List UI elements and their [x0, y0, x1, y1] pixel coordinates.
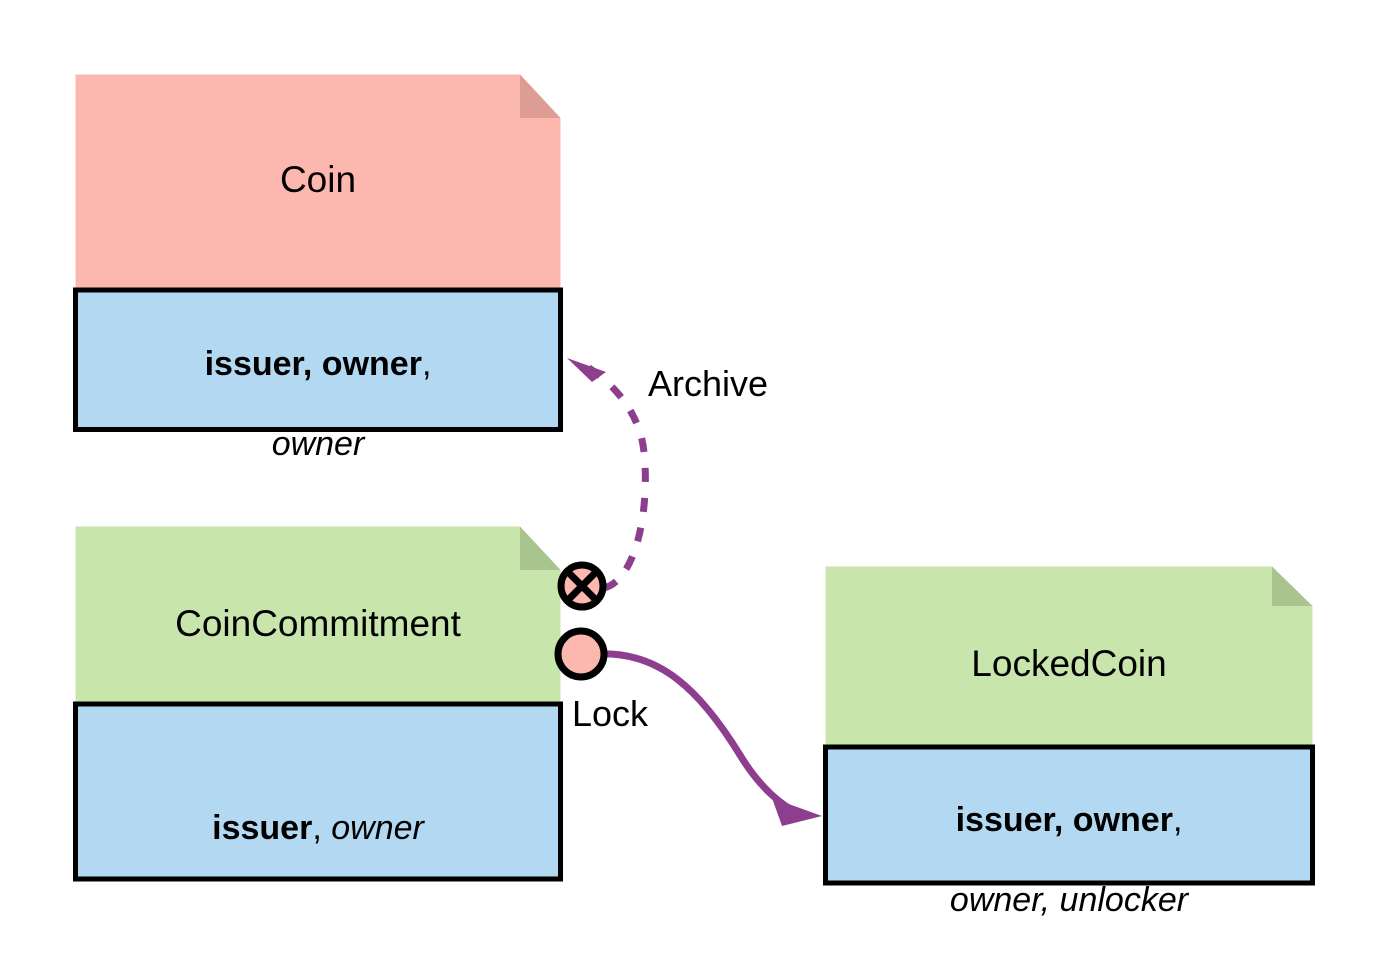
node-coin[interactable]: Coin issuer, owner, owner [73, 72, 563, 463]
node-locked-coin-attr-italic: owner, unlocker [949, 881, 1189, 920]
node-coin-commitment-attr-italic: owner [331, 809, 424, 848]
node-coin-attr-italic: owner [271, 425, 365, 464]
node-coin-attr-bold: issuer, owner [204, 345, 422, 384]
node-coin-commitment-attr-bold: issuer [212, 809, 313, 848]
archive-arrowhead [567, 358, 606, 382]
node-coin-commitment-attr-sep: , [312, 809, 332, 848]
node-coin-commitment-title: CoinCommitment [175, 603, 461, 644]
node-coin-commitment-shape [73, 526, 563, 882]
node-locked-coin-attr-bold: issuer, owner [955, 801, 1173, 840]
edge-label-lock: Lock [572, 693, 649, 734]
node-locked-coin[interactable]: LockedCoin issuer, owner, owner, unlocke… [823, 564, 1315, 919]
node-coin-commitment-attributes: issuer, owner [73, 768, 563, 888]
node-locked-coin-shape [823, 566, 1315, 886]
archive-connector-path [584, 363, 649, 592]
node-coin-commitment[interactable]: CoinCommitment issuer, owner [73, 524, 563, 882]
node-locked-coin-attr-sep: , [1172, 801, 1183, 840]
node-coin-shape [73, 74, 563, 432]
node-locked-coin-title: LockedCoin [971, 643, 1167, 684]
lock-pin-icon[interactable] [554, 627, 608, 681]
lock-arrowhead [772, 798, 822, 826]
node-coin-title: Coin [279, 159, 357, 200]
edge-label-archive: Archive [648, 363, 769, 404]
node-coin-attributes: issuer, owner, owner [73, 304, 563, 505]
archive-pin-icon[interactable] [557, 561, 607, 611]
node-coin-attr-sep: , [421, 345, 432, 384]
node-locked-coin-attributes: issuer, owner, owner, unlocker [823, 760, 1315, 961]
